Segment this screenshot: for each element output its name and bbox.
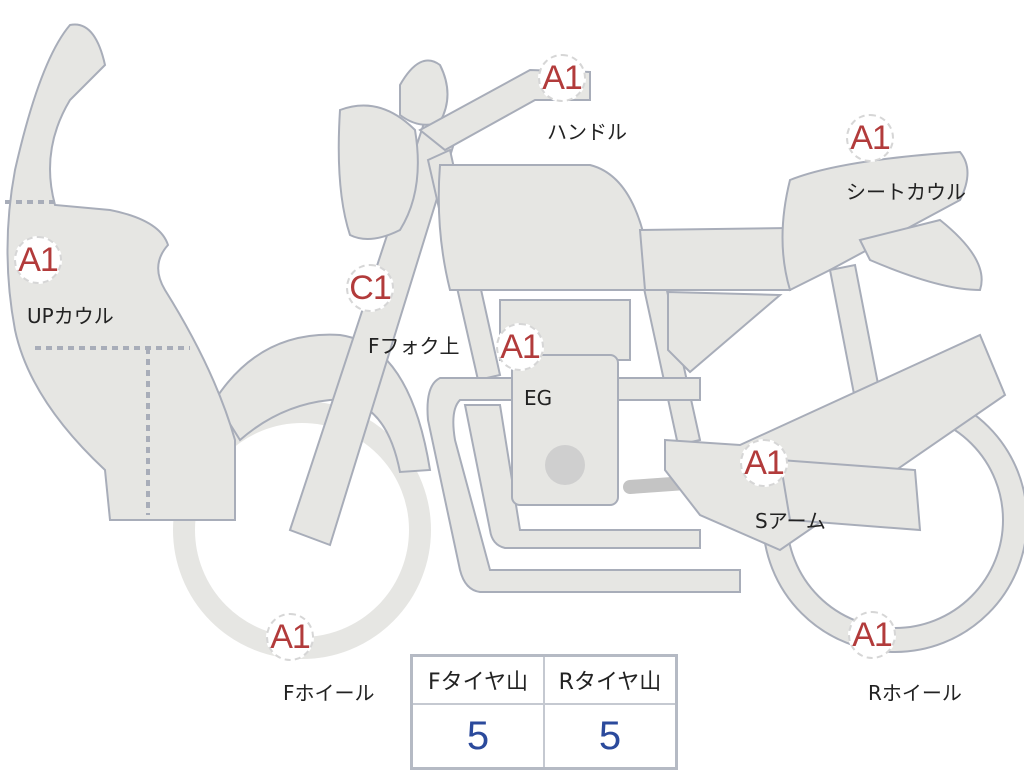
label-handle: ハンドル [547, 120, 627, 144]
up-cowl-shape [6, 23, 236, 521]
label-up-cowl: UPカウル [27, 304, 114, 328]
tire-tread-table: Fタイヤ山 Rタイヤ山 5 5 [410, 654, 678, 770]
engine-cover [545, 445, 585, 485]
label-engine: EG [524, 386, 553, 410]
label-swing-arm: Sアーム [755, 509, 826, 533]
meter [399, 59, 449, 126]
front-tire-value: 5 [410, 703, 545, 770]
fuel-tank [437, 164, 646, 291]
rear-tire-value: 5 [543, 703, 678, 770]
front-tire-header: Fタイヤ山 [410, 654, 545, 705]
grade-badge-up-cowl: A1 [14, 236, 62, 284]
engine-case [511, 354, 619, 506]
grade-badge-seat-cowl: A1 [846, 114, 894, 162]
grade-badge-rear-wheel: A1 [848, 611, 896, 659]
grade-badge-front-wheel: A1 [266, 613, 314, 661]
seat-cowl-shape [781, 150, 969, 292]
exhaust-pipe-inner [463, 404, 701, 549]
label-front-fork: Fフォク上 [368, 334, 460, 358]
exhaust-pipe [426, 377, 741, 593]
rear-tire-header: Rタイヤ山 [543, 654, 678, 705]
cowl-sections [5, 200, 190, 515]
grade-badge-handle: A1 [538, 54, 586, 102]
chain-guard [778, 458, 922, 532]
label-rear-wheel: Rホイール [868, 681, 962, 705]
grade-badge-swing-arm: A1 [740, 439, 788, 487]
label-front-wheel: Fホイール [283, 681, 375, 705]
seat [638, 226, 791, 291]
grade-badge-front-fork: C1 [346, 264, 394, 312]
headlight [337, 104, 419, 240]
side-cover [667, 290, 783, 374]
tail [858, 218, 983, 292]
label-seat-cowl: シートカウル [846, 180, 966, 204]
grade-badge-engine: A1 [496, 323, 544, 371]
